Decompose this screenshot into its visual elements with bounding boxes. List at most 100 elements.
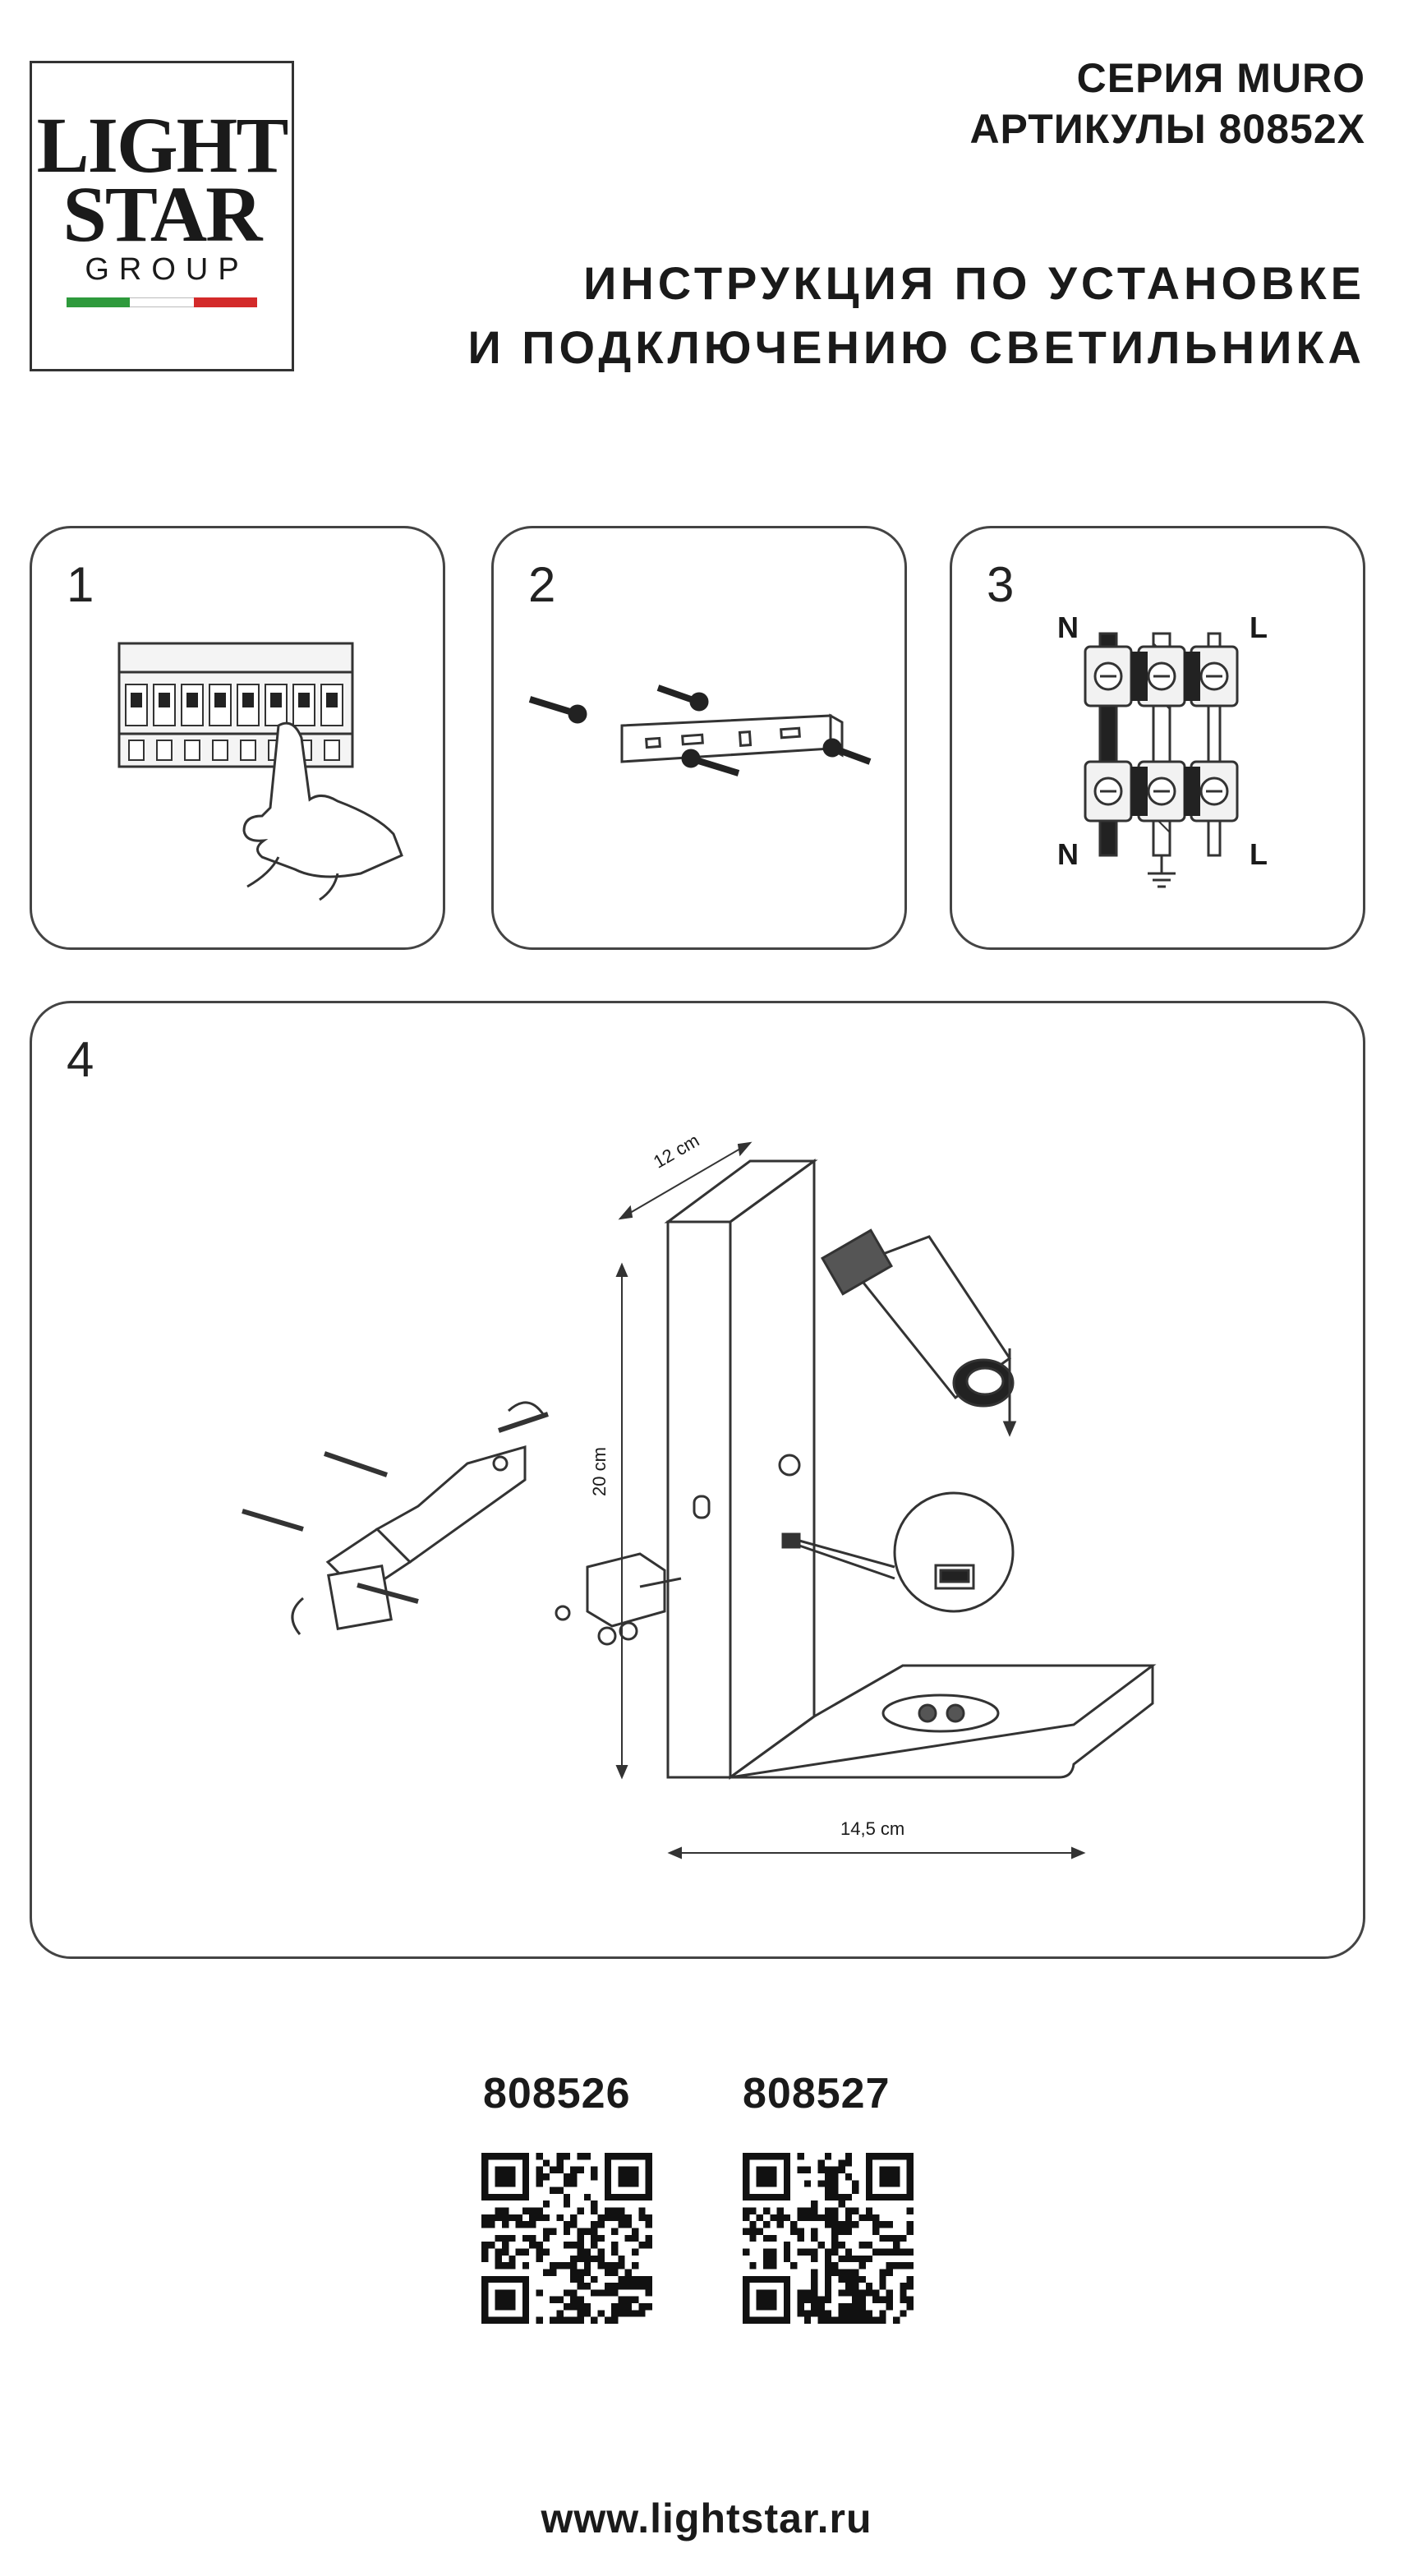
qr-module [776, 2207, 784, 2214]
qr-module [858, 2303, 866, 2311]
qr-code-808527[interactable] [743, 2153, 914, 2324]
qr-module [838, 2275, 845, 2283]
terminal-bridge [1131, 767, 1148, 816]
qr-module [611, 2283, 619, 2290]
step-number: 2 [528, 557, 556, 612]
qr-module [886, 2262, 894, 2270]
qr-module [865, 2214, 873, 2222]
qr-module [556, 2153, 564, 2160]
qr-module [797, 2228, 804, 2235]
qr-module [886, 2234, 894, 2242]
qr-module [845, 2159, 853, 2167]
qr-module [831, 2187, 839, 2194]
qr-module [886, 2221, 894, 2228]
qr-module [900, 2248, 907, 2256]
qr-module [556, 2262, 564, 2270]
qr-module [597, 2234, 605, 2242]
qr-module [570, 2173, 578, 2181]
qr-module [893, 2234, 900, 2242]
qr-module [811, 2234, 818, 2242]
qr-module [583, 2153, 591, 2160]
qr-module [776, 2221, 784, 2228]
qr-module [886, 2269, 894, 2276]
qr-module [611, 2228, 619, 2235]
qr-module [872, 2214, 880, 2222]
qr-module [591, 2289, 598, 2297]
qr-module [872, 2228, 880, 2235]
qr-module [762, 2262, 771, 2270]
qr-module [831, 2214, 839, 2222]
qr-module [645, 2214, 652, 2222]
qr-module [556, 2166, 564, 2173]
website-link[interactable]: www.lightstar.ru [541, 2495, 872, 2541]
step-3-panel: 3 N L N L [950, 526, 1365, 950]
qr-module [536, 2255, 543, 2263]
logo-text-star: STAR [62, 170, 263, 258]
qr-module [563, 2303, 571, 2311]
breaker-terminal [128, 740, 145, 761]
step-number: 1 [67, 557, 94, 612]
qr-module [906, 2228, 914, 2235]
qr-module [591, 2221, 598, 2228]
qr-module [611, 2262, 619, 2270]
qr-finder [495, 2166, 516, 2187]
brand-logo: LIGHT STAR GROUP [30, 61, 294, 371]
qr-module [900, 2283, 907, 2290]
qr-module [577, 2303, 584, 2311]
qr-module [591, 2234, 598, 2242]
qr-module [756, 2214, 763, 2222]
step-2-panel: 2 [491, 526, 907, 950]
qr-module [570, 2289, 578, 2297]
qr-module [811, 2255, 818, 2263]
qr-module [803, 2296, 812, 2304]
qr-finder [756, 2289, 777, 2311]
qr-module [900, 2234, 907, 2242]
qr-module [611, 2316, 619, 2324]
qr-module [509, 2234, 516, 2242]
qr-module [597, 2262, 605, 2270]
qr-module [618, 2221, 625, 2228]
qr-module [529, 2242, 536, 2249]
qr-module [481, 2221, 489, 2228]
qr-module [770, 2248, 777, 2256]
qr-module [563, 2173, 571, 2181]
qr-module [583, 2228, 591, 2235]
qr-module [872, 2248, 880, 2256]
qr-module [638, 2207, 646, 2214]
qr-module [563, 2289, 571, 2297]
qr-module [770, 2214, 777, 2222]
qr-module [824, 2173, 832, 2181]
qr-module [597, 2221, 605, 2228]
wire-label-neutral-bottom: N [1057, 837, 1079, 871]
terminal-bridge [1184, 767, 1200, 816]
qr-module [597, 2255, 605, 2263]
flag-green [67, 297, 131, 307]
qr-module [906, 2303, 914, 2311]
qr-module [583, 2262, 591, 2270]
qr-module [831, 2234, 839, 2242]
qr-module [604, 2214, 612, 2222]
qr-module [542, 2159, 550, 2167]
qr-module [618, 2262, 625, 2270]
breaker-switch [270, 693, 282, 707]
qr-module [577, 2207, 584, 2214]
qr-module [529, 2214, 536, 2222]
qr-module [577, 2316, 584, 2324]
qr-module [852, 2207, 859, 2214]
qr-module [536, 2316, 543, 2324]
qr-module [756, 2228, 763, 2235]
qr-code-808526[interactable] [481, 2153, 652, 2324]
qr-module [838, 2316, 845, 2324]
qr-module [811, 2269, 818, 2276]
article-range: АРТИКУЛЫ 80852X [969, 106, 1365, 152]
qr-module [501, 2214, 509, 2222]
qr-module [749, 2234, 757, 2242]
qr-module [879, 2316, 886, 2324]
qr-module [536, 2242, 543, 2249]
logo-text-group: GROUP [85, 252, 249, 287]
qr-module [817, 2316, 825, 2324]
qr-module [824, 2296, 832, 2304]
qr-module [563, 2316, 571, 2324]
qr-module [838, 2221, 845, 2228]
qr-module [845, 2207, 853, 2214]
